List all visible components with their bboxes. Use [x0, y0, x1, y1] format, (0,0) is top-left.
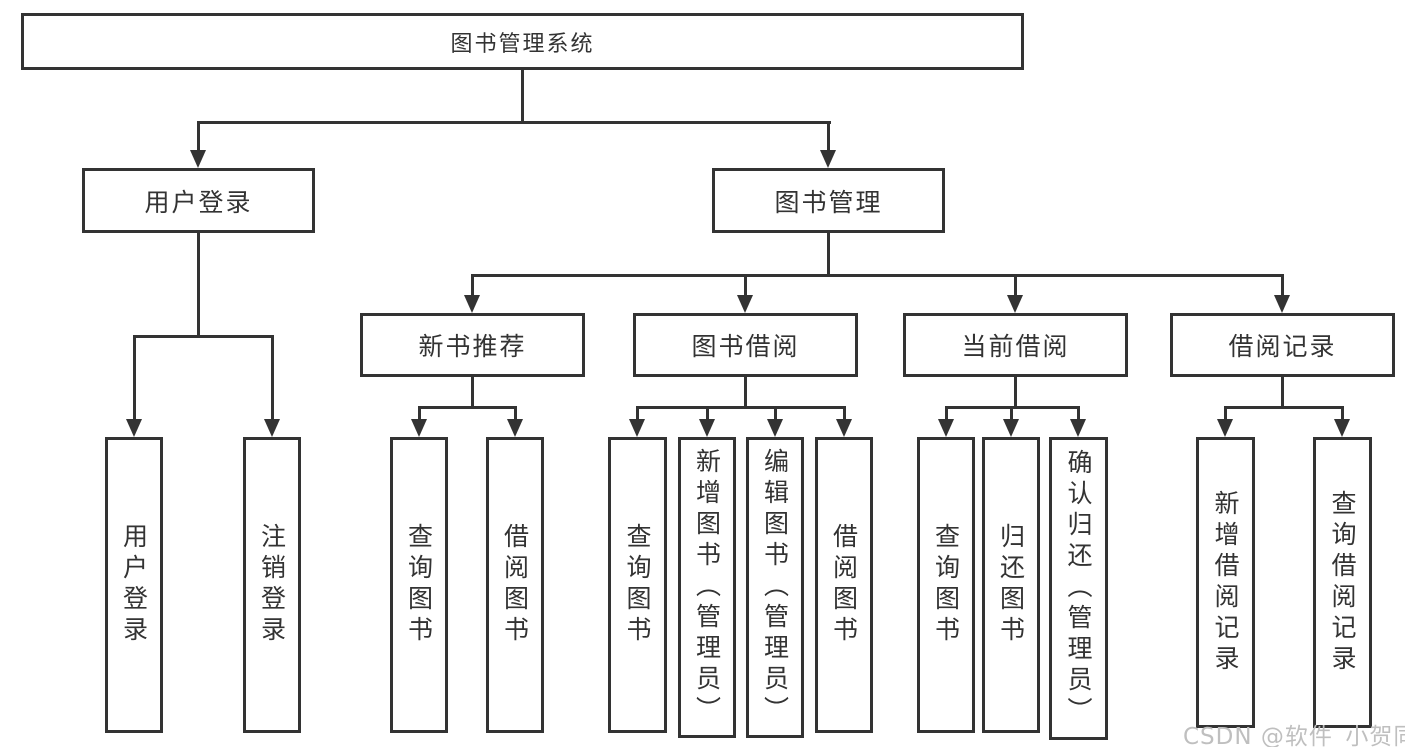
- connector-line: [471, 274, 1284, 277]
- arrowhead-down-icon: [1070, 419, 1086, 437]
- connector-line: [197, 121, 831, 124]
- connector-line: [471, 377, 474, 409]
- connector-line: [1224, 406, 1227, 421]
- connector-line: [418, 406, 517, 409]
- node-current-borrow: 当前借阅: [903, 313, 1128, 377]
- leaf-return-books: 归还图书: [982, 437, 1040, 733]
- connector-line: [744, 377, 747, 409]
- connector-line: [133, 335, 136, 421]
- leaf-confirm-return-admin: 确认归还（管理员）: [1049, 437, 1108, 740]
- node-new-book-recommend: 新书推荐: [360, 313, 585, 377]
- arrowhead-down-icon: [737, 295, 753, 313]
- arrowhead-down-icon: [629, 419, 645, 437]
- connector-line: [1010, 406, 1013, 421]
- arrowhead-down-icon: [1334, 419, 1350, 437]
- leaf-borrow-books-recommend: 借阅图书: [486, 437, 544, 733]
- arrowhead-down-icon: [836, 419, 852, 437]
- node-book-borrow: 图书借阅: [633, 313, 858, 377]
- arrowhead-down-icon: [464, 295, 480, 313]
- connector-line: [514, 406, 517, 421]
- leaf-borrow-books: 借阅图书: [815, 437, 873, 733]
- connector-line: [1077, 406, 1080, 421]
- arrowhead-down-icon: [507, 419, 523, 437]
- arrowhead-down-icon: [126, 419, 142, 437]
- connector-line: [1014, 377, 1017, 409]
- arrowhead-down-icon: [699, 419, 715, 437]
- connector-line: [418, 406, 421, 421]
- leaf-user-login: 用户登录: [105, 437, 163, 733]
- connector-line: [636, 406, 846, 409]
- leaf-add-books-admin: 新增图书（管理员）: [678, 437, 736, 738]
- connector-line: [706, 406, 709, 421]
- connector-line: [827, 121, 830, 152]
- csdn-watermark: CSDN @软件_小贺同学: [1183, 724, 1405, 747]
- connector-line: [521, 70, 524, 123]
- connector-line: [945, 406, 948, 421]
- connector-line: [774, 406, 777, 421]
- leaf-query-borrow-record: 查询借阅记录: [1313, 437, 1372, 728]
- arrowhead-down-icon: [1274, 295, 1290, 313]
- arrowhead-down-icon: [190, 150, 206, 168]
- arrowhead-down-icon: [411, 419, 427, 437]
- connector-line: [1281, 377, 1284, 409]
- node-library-system: 图书管理系统: [21, 13, 1024, 70]
- connector-line: [744, 274, 747, 297]
- connector-line: [1341, 406, 1344, 421]
- arrowhead-down-icon: [820, 150, 836, 168]
- connector-line: [1281, 274, 1284, 297]
- connector-line: [471, 274, 474, 297]
- connector-line: [197, 121, 200, 152]
- connector-line: [271, 335, 274, 421]
- leaf-query-books-recommend: 查询图书: [390, 437, 448, 733]
- leaf-logout: 注销登录: [243, 437, 301, 733]
- connector-line: [1014, 274, 1017, 297]
- leaf-add-borrow-record: 新增借阅记录: [1196, 437, 1255, 728]
- leaf-edit-books-admin: 编辑图书（管理员）: [746, 437, 804, 738]
- arrowhead-down-icon: [1007, 295, 1023, 313]
- arrowhead-down-icon: [1003, 419, 1019, 437]
- connector-line: [1224, 406, 1344, 409]
- leaf-query-books-borrow: 查询图书: [608, 437, 667, 733]
- connector-line: [133, 335, 274, 338]
- arrowhead-down-icon: [767, 419, 783, 437]
- arrowhead-down-icon: [1217, 419, 1233, 437]
- node-book-management: 图书管理: [712, 168, 945, 233]
- connector-line: [636, 406, 639, 421]
- node-user-login: 用户登录: [82, 168, 315, 233]
- connector-line: [197, 233, 200, 337]
- node-borrow-records: 借阅记录: [1170, 313, 1395, 377]
- connector-line: [827, 233, 830, 277]
- connector-line: [843, 406, 846, 421]
- arrowhead-down-icon: [938, 419, 954, 437]
- arrowhead-down-icon: [264, 419, 280, 437]
- leaf-query-books-current: 查询图书: [917, 437, 975, 733]
